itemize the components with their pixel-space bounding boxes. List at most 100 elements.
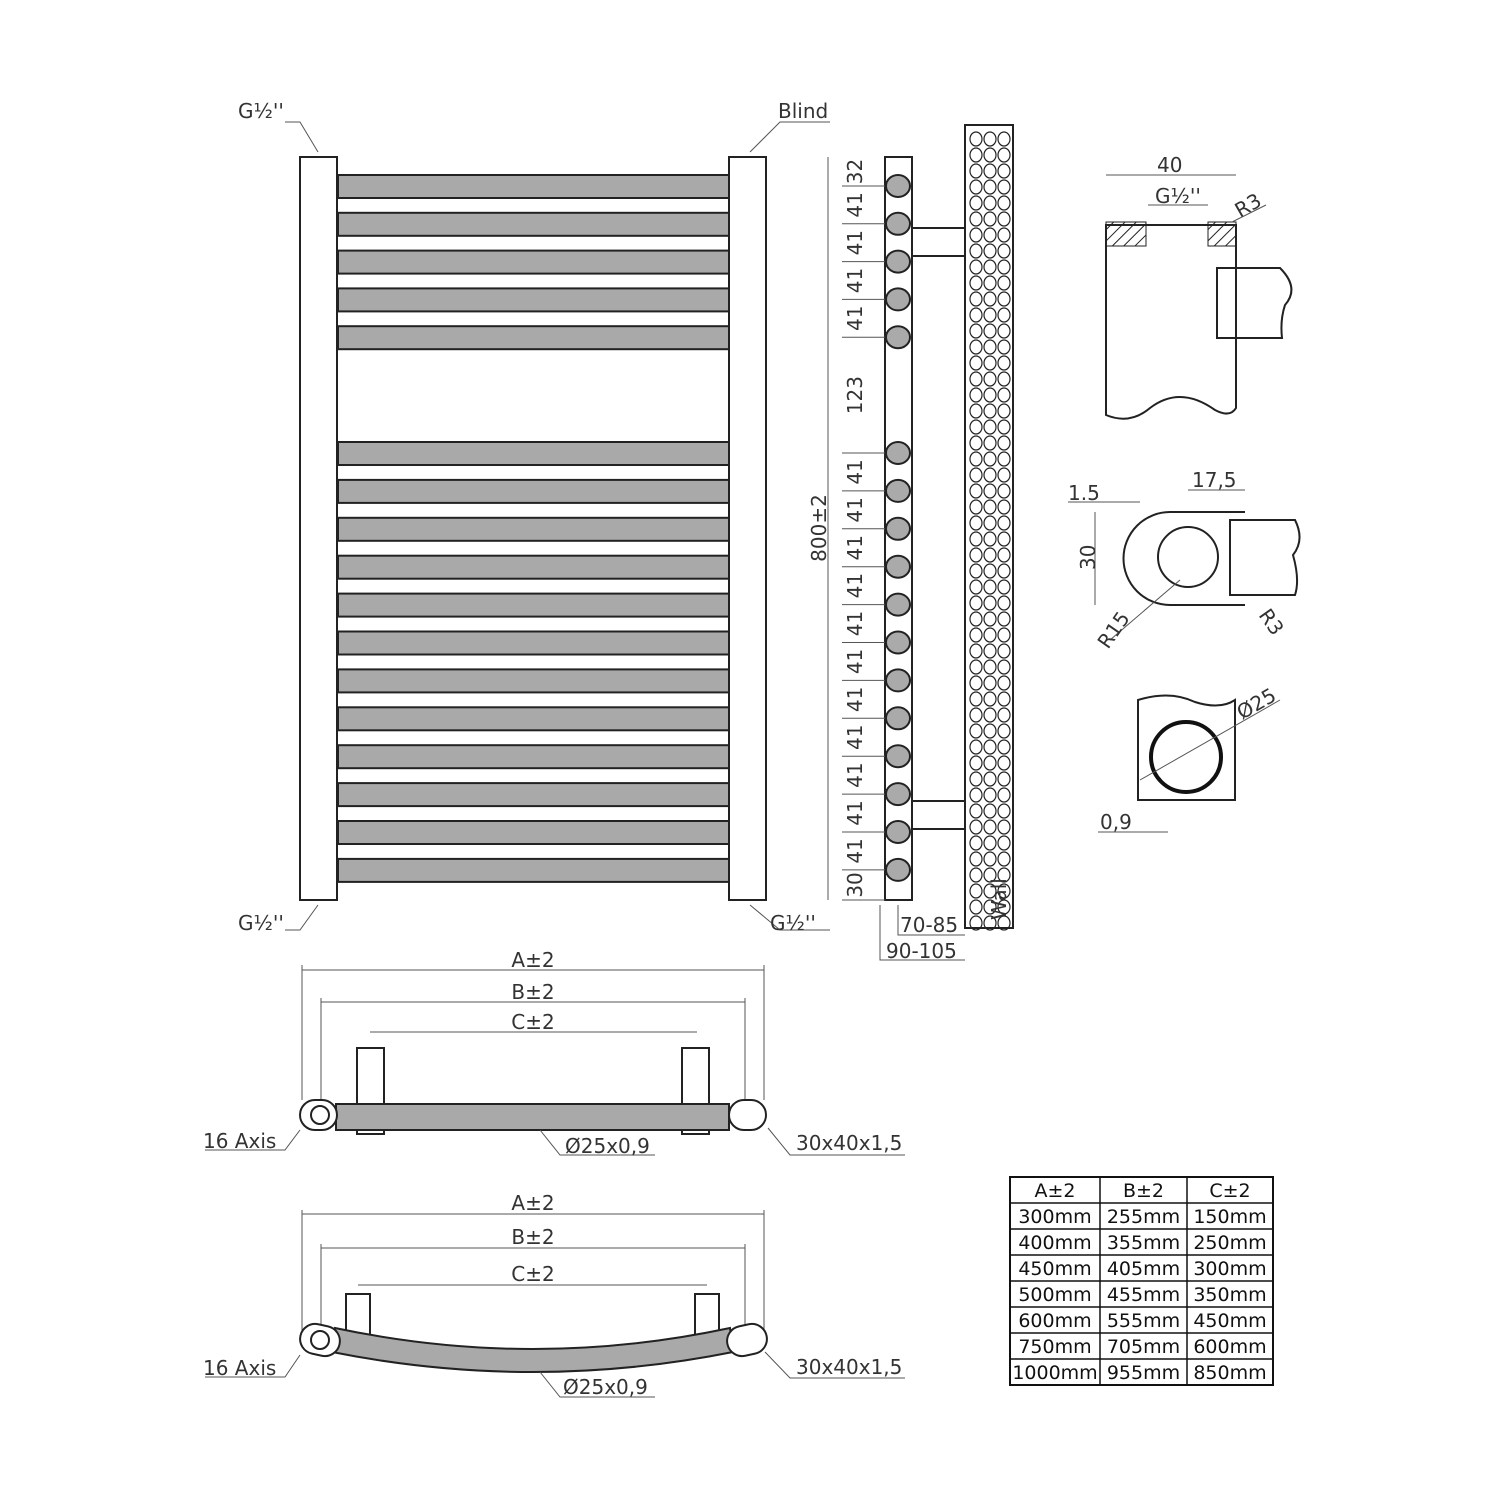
rail-bar bbox=[337, 782, 730, 808]
rail-bar bbox=[337, 554, 730, 580]
table-cell: 250mm bbox=[1193, 1232, 1266, 1254]
rail-bar bbox=[337, 325, 730, 351]
table-cell: 600mm bbox=[1193, 1336, 1266, 1358]
rail-section-circle bbox=[885, 630, 911, 655]
table-cell: A±2 bbox=[1034, 1180, 1075, 1202]
tube-wall-label: 0,9 bbox=[1100, 810, 1132, 834]
table-row: 400mm 355mm 250mm bbox=[1010, 1228, 1273, 1254]
spacing-label: 32 bbox=[843, 159, 867, 184]
table-cell: 555mm bbox=[1107, 1310, 1180, 1332]
table-cell: 850mm bbox=[1193, 1362, 1266, 1384]
table-cell: 450mm bbox=[1193, 1310, 1266, 1332]
table-cell: 355mm bbox=[1107, 1232, 1180, 1254]
profile-label: 30x40x1,5 bbox=[796, 1131, 902, 1155]
rail-section-circle bbox=[885, 287, 911, 312]
top-right-blind-label: Blind bbox=[778, 99, 828, 123]
axis-label: 16 Axis bbox=[203, 1356, 276, 1380]
spacing-label: 30 bbox=[843, 872, 867, 897]
leader-line bbox=[285, 121, 319, 153]
axis-label: 16 Axis bbox=[203, 1129, 276, 1153]
table-cell: 1000mm bbox=[1012, 1362, 1097, 1384]
table-cell: B±2 bbox=[1123, 1180, 1164, 1202]
profile-radius-label: R15 bbox=[1092, 607, 1134, 653]
bottom-bracket bbox=[911, 800, 966, 830]
table-cell: 400mm bbox=[1018, 1232, 1091, 1254]
dimension-a-label: A±2 bbox=[511, 1191, 554, 1215]
dimension-c-label: C±2 bbox=[511, 1262, 554, 1286]
table-header: A±2 B±2 C±2 bbox=[1034, 1180, 1250, 1202]
top-view-curved: A±2 B±2 C±2 16 Axis Ø25x0,9 30x40x1,5 bbox=[203, 1191, 905, 1399]
dimension-c-label: C±2 bbox=[511, 1010, 554, 1034]
profile-wall-label: 1.5 bbox=[1068, 481, 1100, 505]
spacing-label: 41 bbox=[843, 649, 867, 674]
rail-bar bbox=[337, 441, 730, 466]
header-detail: 40 G½'' R3 bbox=[1105, 153, 1293, 420]
table-cell: 300mm bbox=[1018, 1206, 1091, 1228]
rail-section-circle bbox=[885, 744, 911, 769]
rail-section-circle bbox=[885, 516, 911, 541]
tube-label: Ø25x0,9 bbox=[565, 1134, 650, 1158]
top-view-straight: A±2 B±2 C±2 16 Axis Ø25x0,9 30x40x1,5 bbox=[203, 948, 905, 1158]
tube-detail: Ø25 0,9 bbox=[1098, 683, 1281, 834]
left-header-column bbox=[299, 156, 338, 901]
rail-section-circle bbox=[885, 592, 911, 617]
spacing-label: 41 bbox=[843, 838, 867, 863]
depth-inner-dim bbox=[897, 905, 965, 936]
table-cell: 750mm bbox=[1018, 1336, 1091, 1358]
rail-bar bbox=[337, 630, 730, 656]
table-cell: 455mm bbox=[1107, 1284, 1180, 1306]
rail-sections bbox=[885, 174, 911, 882]
rail-bar bbox=[337, 478, 730, 504]
rail-bar bbox=[337, 820, 730, 845]
rail-section-circle bbox=[885, 668, 911, 693]
rail-bar bbox=[337, 706, 730, 732]
rail-bars bbox=[337, 174, 730, 883]
rail-section-circle bbox=[885, 478, 911, 503]
tube-diameter-label: Ø25 bbox=[1233, 683, 1281, 724]
table-cell: 405mm bbox=[1107, 1258, 1180, 1280]
rail-bar bbox=[337, 668, 730, 694]
spacing-label: 41 bbox=[843, 306, 867, 331]
wall-hatching bbox=[969, 131, 1011, 931]
depth-outer-dim bbox=[879, 905, 965, 961]
height-label: 800±2 bbox=[807, 494, 831, 562]
wall-label: Wall bbox=[987, 878, 1011, 920]
rail-section-circle bbox=[885, 325, 911, 350]
rail-bar bbox=[337, 174, 730, 199]
spacing-label: 41 bbox=[843, 192, 867, 217]
leader-line bbox=[749, 121, 830, 153]
rail-section-circle bbox=[885, 211, 911, 236]
spacing-label: 41 bbox=[843, 230, 867, 255]
spacing-label: 123 bbox=[843, 376, 867, 414]
spacing-label: 41 bbox=[843, 459, 867, 484]
header-width-label: 40 bbox=[1157, 153, 1182, 177]
wall bbox=[964, 124, 1014, 929]
depth-inner-label: 70-85 bbox=[900, 913, 958, 937]
rail-bar bbox=[337, 516, 730, 542]
spacing-label: 41 bbox=[843, 497, 867, 522]
rail-section-circle bbox=[885, 441, 911, 465]
table-cell: 255mm bbox=[1107, 1206, 1180, 1228]
table-cell: 450mm bbox=[1018, 1258, 1091, 1280]
rail-section-circle bbox=[885, 249, 911, 274]
spacing-label: 41 bbox=[843, 762, 867, 787]
profile-label: 30x40x1,5 bbox=[796, 1355, 902, 1379]
header-thread-label: G½'' bbox=[1155, 184, 1201, 208]
top-bracket bbox=[911, 227, 966, 257]
spacing-label: 41 bbox=[843, 535, 867, 560]
rail-bar bbox=[337, 287, 730, 313]
rail-section-circle bbox=[885, 820, 911, 844]
table-cell: C±2 bbox=[1209, 1180, 1250, 1202]
side-view: 800±2 3241414141123414141414141414141414… bbox=[807, 124, 1014, 963]
table-cell: 500mm bbox=[1018, 1284, 1091, 1306]
profile-height-label: 30 bbox=[1076, 545, 1100, 570]
